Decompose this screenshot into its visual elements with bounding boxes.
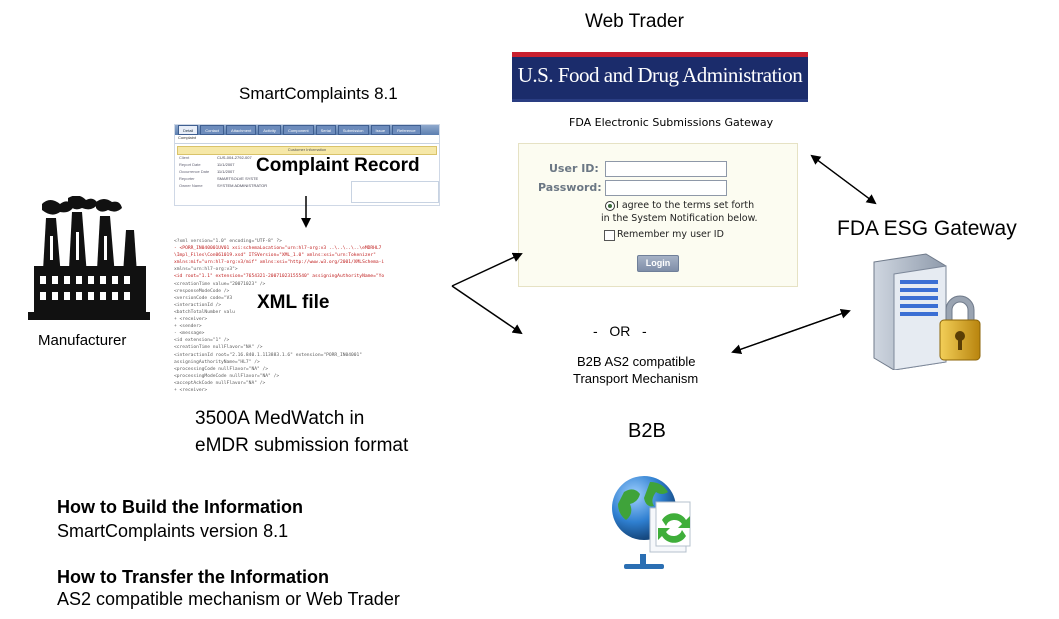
complaint-tab[interactable]: Activity	[258, 125, 281, 135]
fda-banner-text: U.S. Food and Drug Administration	[517, 63, 803, 87]
complaint-row-value: 11/1/2007	[217, 169, 235, 174]
xml-line: <responseModeCode />	[174, 288, 230, 294]
complaint-row: Owner Name SYSTEM ADMINISTRATOR	[175, 183, 439, 190]
xml-line: xmlns="urn:hl7-org:v3">	[174, 267, 238, 273]
arrow-xml-to-b2b	[451, 285, 523, 335]
or-separator: - OR -	[593, 323, 647, 339]
complaint-row-label: Owner Name	[179, 183, 203, 188]
fda-banner-bottom-stripe	[512, 99, 808, 102]
xml-line: <creationTime nullFlavor="NA" />	[174, 345, 263, 351]
agree-radio[interactable]	[605, 201, 615, 211]
arrow-xml-to-webtrader	[451, 252, 523, 287]
fda-banner: U.S. Food and Drug Administration	[512, 52, 808, 102]
user-id-input[interactable]	[605, 161, 727, 177]
complaint-subtitle: Complaint	[175, 135, 439, 144]
password-label: Password:	[538, 181, 602, 194]
xml-file-label: XML file	[254, 292, 333, 314]
xml-line: <id extension="1" />	[174, 338, 230, 344]
agree-line1: I agree to the terms set forth	[616, 200, 755, 211]
xml-line: <processingModeCode nullFlavor="NA" />	[174, 373, 280, 379]
b2b-mechanism-line2: Transport Mechanism	[573, 371, 699, 386]
complaint-tab[interactable]: Component	[282, 125, 314, 135]
password-input[interactable]	[605, 180, 727, 196]
xml-line: <batchTotalNumber valu	[174, 309, 235, 315]
xml-line: <acceptAckCode nullFlavor="NA" />	[174, 380, 266, 386]
complaint-row-value: SYSTEM ADMINISTRATOR	[217, 183, 268, 188]
login-button[interactable]: Login	[637, 255, 679, 272]
complaint-row-label: Reporter	[179, 176, 195, 181]
xml-line: <id root="1.1" extension="7654321-200710…	[174, 274, 384, 280]
complaint-record-label: Complaint Record	[254, 155, 422, 177]
medwatch-line1: 3500A MedWatch in	[195, 408, 365, 429]
complaint-row-label: Client	[179, 155, 190, 160]
medwatch-line2: eMDR submission format	[195, 435, 409, 456]
fda-banner-red-stripe	[512, 52, 808, 57]
complaint-row: Reporter SMARTSOLVE SYSTE	[175, 176, 439, 183]
remember-checkbox[interactable]	[604, 230, 615, 241]
complaint-row-label: Report Date	[179, 162, 201, 167]
xml-line: - <message>	[174, 331, 205, 337]
xml-line: \Impl_Files\Con061019.xsd" ITSVersion="X…	[174, 253, 376, 259]
complaint-tab[interactable]: Serial	[315, 125, 336, 135]
complaint-side-panel	[351, 181, 439, 203]
xml-line: <interactionId root="2.16.840.1.113883.1…	[174, 352, 363, 358]
complaint-row: Client CUS-004-2792-007	[175, 155, 439, 162]
xml-line: - <PORR_IN040001UV01 xsi:schemaLocation=…	[174, 246, 382, 252]
complaint-row: Occurrence Date 11/1/2007	[175, 169, 439, 176]
complaint-row: Report Date 11/1/2007	[175, 162, 439, 169]
xml-file-preview: <?xml version="1.0" encoding="UTF-8" ?> -…	[174, 238, 384, 394]
transfer-heading: How to Transfer the Information	[57, 567, 330, 587]
agree-line2: in the System Notification below.	[601, 213, 758, 224]
complaint-tab[interactable]: Attachment	[226, 125, 257, 135]
xml-line: <?xml version="1.0" encoding="UTF-8" ?>	[174, 239, 282, 244]
customer-information-bar: Customer Information	[177, 146, 437, 155]
complaint-tab[interactable]: Submission	[337, 125, 369, 135]
complaint-tab[interactable]: Contact	[200, 125, 225, 135]
server-with-padlock-icon	[873, 253, 981, 370]
xml-line: assigningAuthorityName="HL7" />	[174, 359, 260, 365]
complaint-row-value: SMARTSOLVE SYSTE	[217, 176, 259, 181]
build-value: SmartComplaints version 8.1	[57, 521, 289, 541]
complaint-row-label: Occurrence Date	[179, 169, 210, 174]
arrow-webtrader-to-gateway	[811, 155, 877, 205]
complaint-row-value: 11/1/2007	[217, 162, 235, 167]
xml-line: <interactionId />	[174, 302, 222, 308]
manufacturer-label: Manufacturer	[38, 332, 127, 349]
xml-line: + <sender>	[174, 324, 202, 330]
xml-line: <processingCode nullFlavor="NA" />	[174, 366, 269, 372]
globe-transfer-icon	[612, 476, 691, 569]
build-heading: How to Build the Information	[57, 497, 303, 517]
remember-label: Remember my user ID	[617, 229, 724, 240]
arrow-b2b-to-gateway	[732, 308, 851, 353]
smartcomplaints-title: SmartComplaints 8.1	[239, 84, 398, 103]
fda-esg-gateway-title: FDA ESG Gateway	[837, 217, 1017, 240]
transfer-value: AS2 compatible mechanism or Web Trader	[57, 589, 400, 609]
web-trader-title: Web Trader	[585, 11, 684, 32]
complaint-row-value: CUS-004-2792-007	[217, 155, 252, 160]
complaint-tab[interactable]: Detail	[178, 125, 199, 135]
b2b-mechanism-line1: B2B AS2 compatible	[577, 354, 696, 369]
gateway-title: FDA Electronic Submissions Gateway	[569, 116, 774, 129]
complaint-tab[interactable]: Issue	[370, 125, 391, 135]
xml-line: + <receiver>	[174, 387, 208, 393]
b2b-title: B2B	[628, 420, 666, 442]
complaint-tab[interactable]: Reference	[392, 125, 421, 135]
login-panel: User ID: Password: I agree to the terms …	[518, 143, 798, 287]
xml-line: xmlns:mif="urn:hl7-org:v3/mif" xmlns:xsi…	[174, 260, 384, 266]
factory-icon	[28, 196, 150, 320]
xml-line: <creationTime value="20071023" />	[174, 281, 266, 287]
user-id-label: User ID:	[549, 162, 599, 175]
xml-line: <versionCode code="V3	[174, 295, 233, 301]
xml-line: + <receiver>	[174, 317, 208, 323]
